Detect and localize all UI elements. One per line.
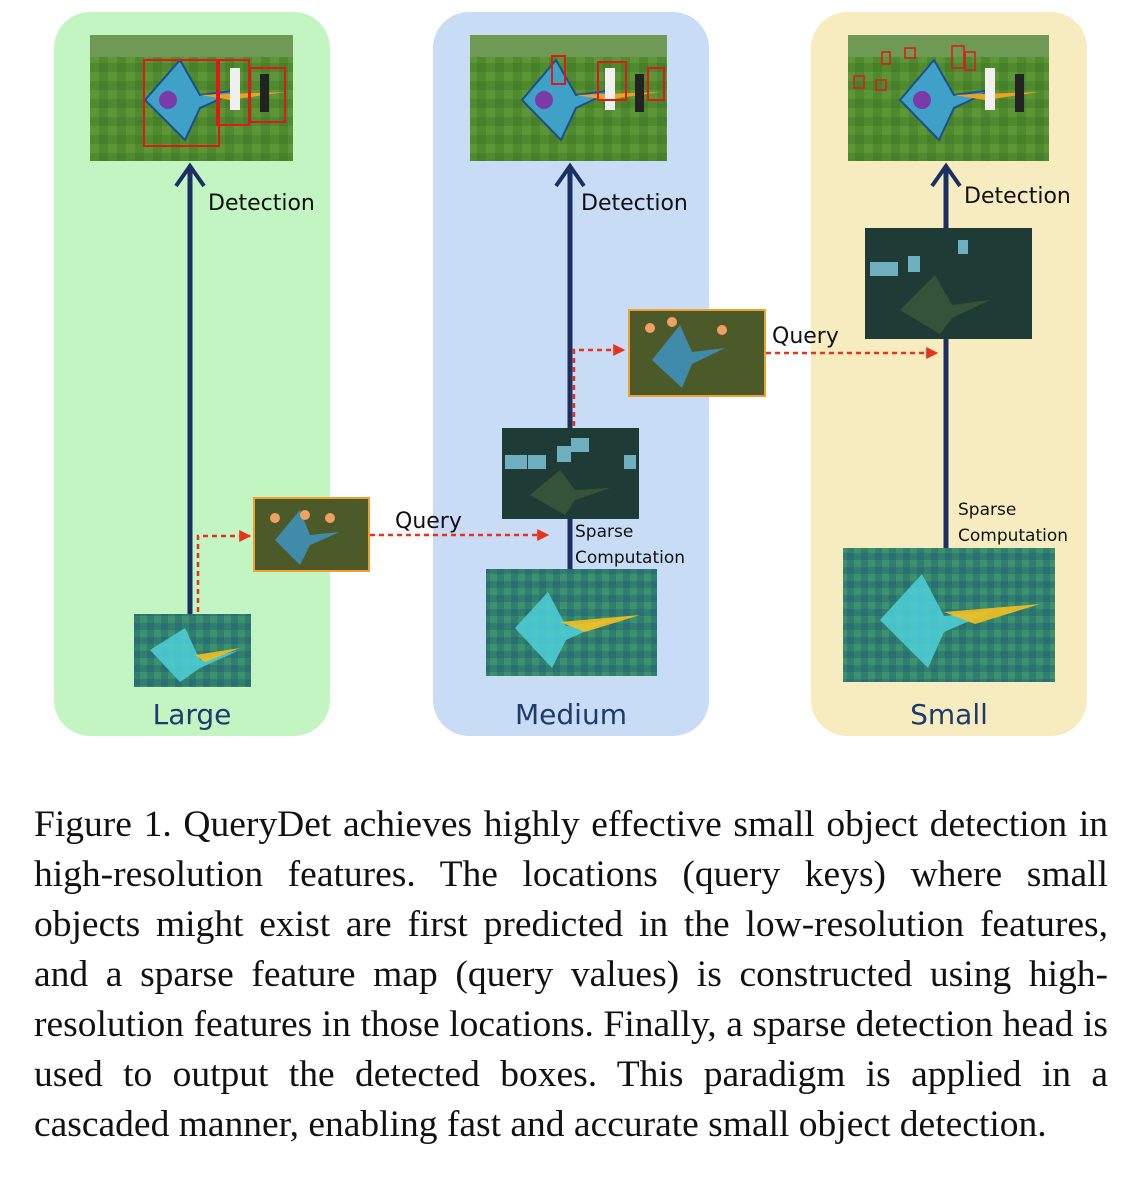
medium-panel-label: Medium [515, 698, 627, 731]
small-panel-label: Small [910, 698, 988, 731]
small-sparse-label-2: Computation [958, 526, 1068, 546]
large-detection-label: Detection [208, 191, 315, 216]
large-feature-map [134, 614, 251, 687]
small-sparse-label-1: Sparse [958, 500, 1016, 520]
large-query-map [253, 497, 370, 572]
large-panel-label: Large [153, 698, 232, 731]
medium-sparse-label-2: Computation [575, 548, 685, 568]
small-detection-image [848, 35, 1049, 161]
small-detection-label: Detection [964, 184, 1071, 209]
small-detection-arrowhead [930, 162, 962, 188]
small-feature-map [843, 548, 1055, 682]
figure-diagram: Detection Large Query [54, 12, 1087, 736]
medium-detection-image [470, 35, 667, 161]
medium-detection-label: Detection [581, 191, 688, 216]
query-label-1: Query [395, 509, 462, 534]
medium-sparse-map [502, 428, 639, 519]
medium-sparse-label-1: Sparse [575, 522, 633, 542]
large-detection-image [90, 35, 293, 161]
figure-caption: Figure 1. QueryDet achieves highly effec… [34, 804, 1108, 1145]
medium-detection-arrowhead [554, 162, 586, 188]
medium-query-map [628, 309, 766, 397]
query-label-2: Query [772, 324, 839, 349]
small-sparse-map [865, 228, 1032, 339]
large-query-arrow [196, 530, 252, 612]
medium-feature-map [486, 569, 657, 676]
medium-query-arrow [572, 344, 626, 426]
large-detection-arrowhead [174, 162, 206, 188]
